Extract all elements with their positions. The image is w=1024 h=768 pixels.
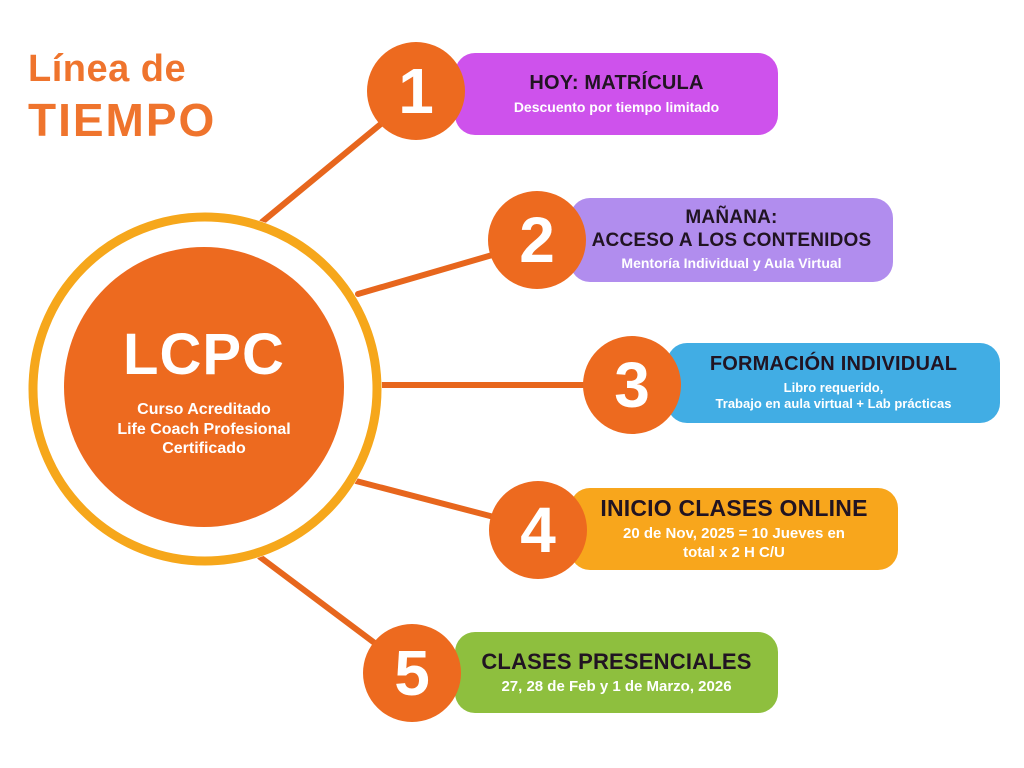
step-number-circle-1: 1 [367,42,465,140]
badge-title: HOY: MATRÍCULA [529,71,704,94]
hub-acronym: LCPC [123,322,285,387]
hub-subtitle: Curso Acreditado Life Coach Profesional … [117,400,290,459]
badge-title: INICIO CLASES ONLINE [600,495,868,522]
step-number-circle-4: 4 [489,481,587,579]
badge-subtitle: 20 de Nov, 2025 = 10 Jueves en total x 2… [623,525,845,563]
hub-subtitle-line: Curso Acreditado [137,401,271,418]
step-number: 1 [398,55,434,127]
timeline-badge-1: HOY: MATRÍCULA Descuento por tiempo limi… [455,53,778,135]
badge-title: CLASES PRESENCIALES [481,648,752,674]
page-title-line2: TIEMPO [28,93,217,146]
badge-subtitle: Mentoría Individual y Aula Virtual [621,255,842,272]
badge-subtitle-line: Libro requerido, [783,380,884,396]
hub-orange-circle [64,247,344,527]
step-number: 4 [520,494,556,566]
step-number-circle-2: 2 [488,191,586,289]
timeline-badge-5: CLASES PRESENCIALES 27, 28 de Feb y 1 de… [455,632,778,713]
hub-circle-graphic [28,212,382,566]
badge-subtitle: 27, 28 de Feb y 1 de Marzo, 2026 [501,677,732,695]
badge-subtitle-line: total x 2 H C/U [683,544,785,562]
timeline-badge-4: INICIO CLASES ONLINE 20 de Nov, 2025 = 1… [570,488,898,570]
badge-title: MAÑANA: ACCESO A LOS CONTENIDOS [592,207,872,252]
page-title-line1: Línea de [28,48,187,90]
step-number: 3 [614,349,650,421]
hub-subtitle-line: Life Coach Profesional [117,420,291,438]
badge-title-line: MAÑANA: [685,207,778,229]
hub-yellow-ring [28,212,382,566]
step-number: 2 [519,204,555,276]
hub-text: LCPC Curso Acreditado Life Coach Profesi… [54,326,354,459]
badge-subtitle-line: Trabajo en aula virtual + Lab prácticas [715,396,952,412]
timeline-badge-2: MAÑANA: ACCESO A LOS CONTENIDOS Mentoría… [570,198,893,282]
step-number-circle-3: 3 [583,336,681,434]
badge-title: FORMACIÓN INDIVIDUAL [709,353,958,376]
step-number: 5 [394,637,430,709]
badge-subtitle-line: 20 de Nov, 2025 = 10 Jueves en [623,525,845,543]
badge-subtitle: Descuento por tiempo limitado [513,98,720,115]
hub-subtitle-line: Certificado [162,440,246,457]
step-number-circle-5: 5 [363,624,461,722]
badge-title-line: ACCESO A LOS CONTENIDOS [591,229,872,251]
timeline-badge-3: FORMACIÓN INDIVIDUAL Libro requerido, Tr… [667,343,1000,423]
page-title: Línea de TIEMPO [28,48,217,146]
badge-subtitle: Libro requerido, Trabajo en aula virtual… [716,380,952,413]
